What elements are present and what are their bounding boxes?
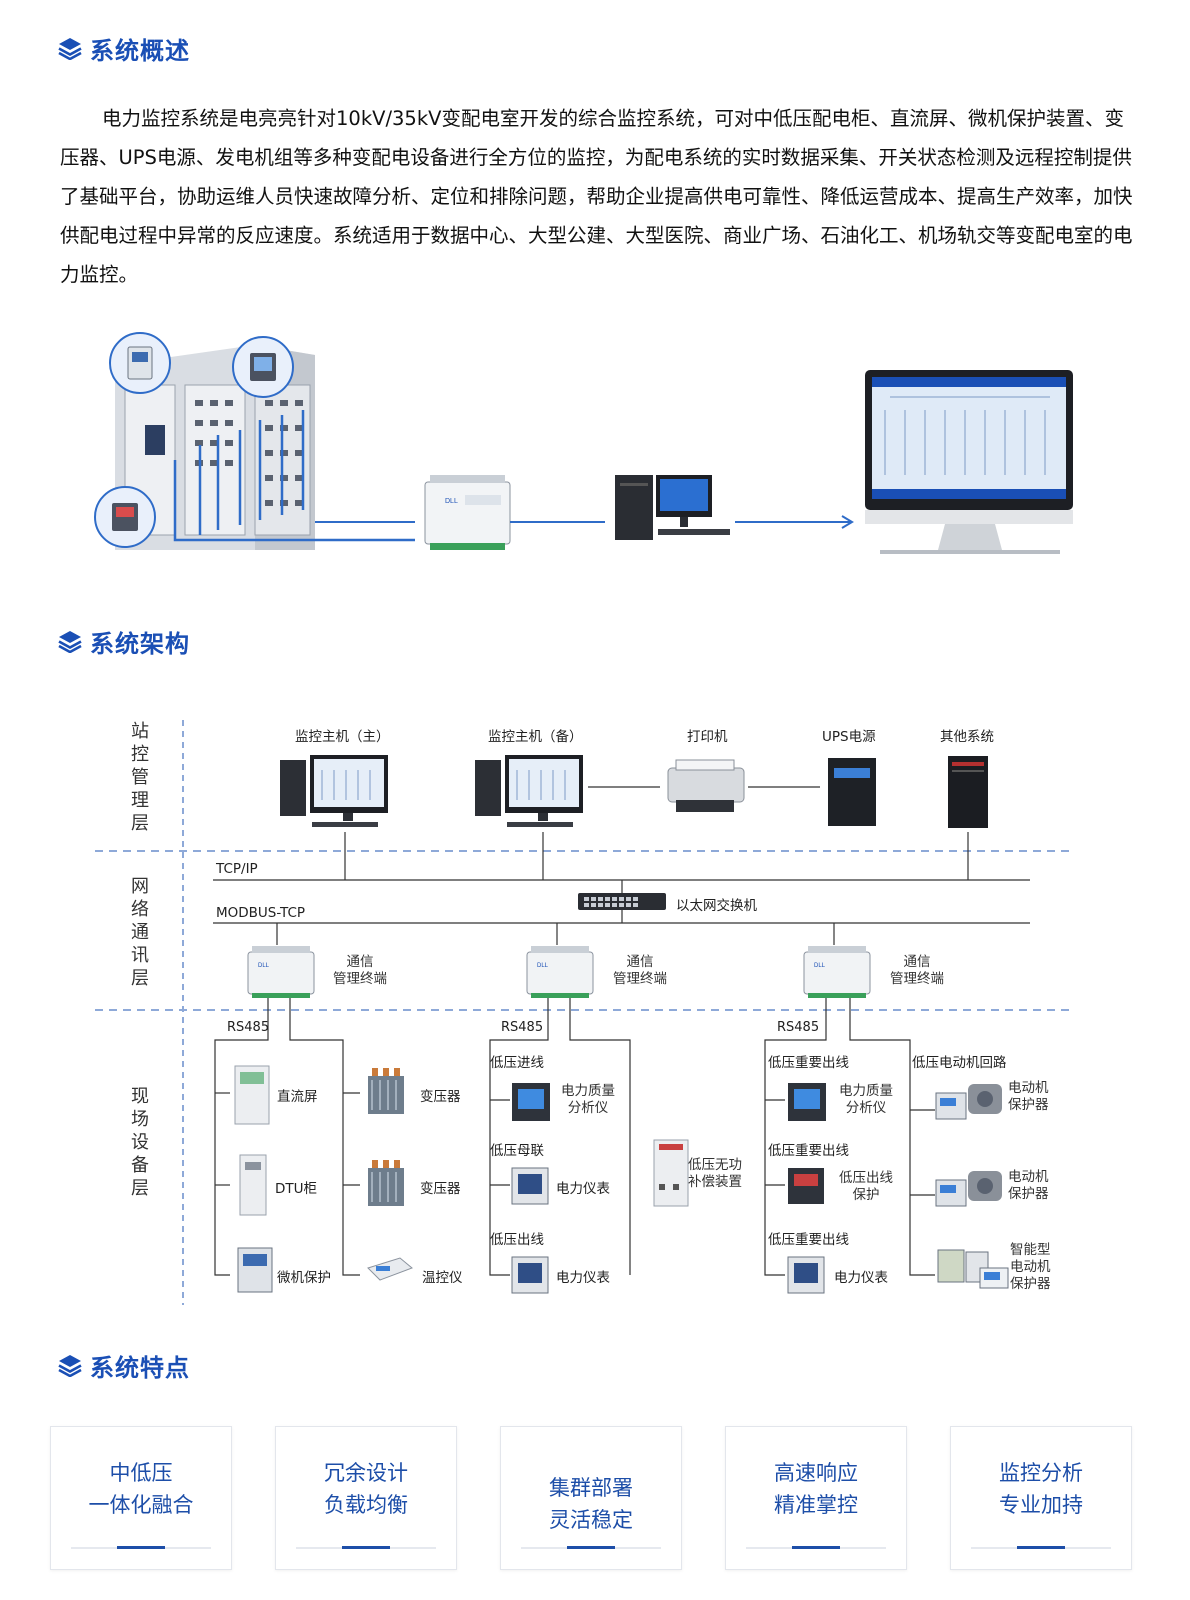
lv-motor-circuit-label: 低压电动机回路 (912, 1055, 1007, 1071)
switch-label: 以太网交换机 (676, 898, 757, 914)
card-accent-bar (1017, 1546, 1065, 1549)
lv-incoming-label: 低压进线 (490, 1055, 544, 1071)
comm-terminal-image-2: DLL (526, 946, 594, 998)
temp-controller-image (367, 1257, 413, 1281)
tcpip-label: TCP/IP (216, 861, 258, 877)
lv-out-protect-image (788, 1168, 824, 1204)
layers-icon (58, 38, 82, 60)
motor-protector-label-2: 电动机 保护器 (1008, 1169, 1049, 1202)
layers-icon (58, 631, 82, 653)
host-main-image (280, 755, 388, 827)
card-accent-bar (117, 1546, 165, 1549)
transformer-image-2 (368, 1160, 404, 1206)
terminal-label-2: 通信 管理终端 (613, 954, 667, 987)
other-system-image (948, 756, 988, 828)
lv-key-outgoing-label-1: 低压重要出线 (768, 1055, 849, 1071)
power-meter-label-2: 电力仪表 (556, 1270, 610, 1286)
rs485-label-2: RS485 (501, 1020, 544, 1035)
dtu-cabinet-image (239, 1154, 267, 1216)
lv-key-outgoing-label-2: 低压重要出线 (768, 1143, 849, 1159)
dtu-label: DTU柜 (275, 1181, 318, 1197)
section-title-architecture: 系统架构 (58, 624, 190, 658)
transformer-label-1: 变压器 (420, 1089, 461, 1105)
other-system-label: 其他系统 (940, 729, 994, 745)
motor-protector-label-1: 电动机 保护器 (1008, 1080, 1049, 1113)
layer-label-network: 网络通讯层 (131, 876, 149, 989)
layer-label-field: 现场设备层 (131, 1086, 149, 1199)
section-title-overview: 系统概述 (58, 31, 190, 65)
power-meter-image-3 (787, 1256, 825, 1294)
host-main-label: 监控主机（主） (295, 729, 390, 745)
printer-image (667, 759, 745, 812)
gateway-device-image: DLL (424, 475, 511, 550)
motor-protector-image-1 (935, 1084, 1002, 1120)
ethernet-switch-image (578, 893, 666, 910)
smart-motor-protector-image (937, 1249, 1009, 1289)
svg-text:DLL: DLL (258, 963, 270, 969)
host-backup-label: 监控主机（备） (488, 729, 583, 745)
var-compensation-image (653, 1139, 689, 1207)
power-meter-image-1 (511, 1167, 549, 1205)
rs485-label-3: RS485 (777, 1020, 820, 1035)
svg-text:DLL: DLL (537, 963, 549, 969)
layer-label-station: 站控管理层 (131, 721, 149, 834)
host-backup-image (475, 755, 583, 827)
feature-card-3: 集群部署 灵活稳定 (500, 1426, 682, 1570)
lv-out-protect-label: 低压出线 保护 (839, 1170, 893, 1203)
motor-protector-image-2 (935, 1171, 1002, 1207)
comm-terminal-image-1: DLL (247, 946, 315, 998)
micro-protect-image (237, 1247, 273, 1293)
transformer-image-1 (368, 1068, 404, 1114)
micro-protect-label: 微机保护 (277, 1270, 331, 1286)
terminal-label-3: 通信 管理终端 (890, 954, 944, 987)
computer-image (615, 475, 730, 540)
ups-label: UPS电源 (822, 729, 876, 745)
printer-label: 打印机 (687, 729, 728, 745)
card-accent-bar (567, 1546, 615, 1549)
power-meter-label-3: 电力仪表 (834, 1270, 888, 1286)
lv-key-outgoing-label-3: 低压重要出线 (768, 1232, 849, 1248)
dc-panel-label: 直流屏 (277, 1089, 318, 1105)
dc-panel-image (234, 1065, 270, 1125)
section-title-features: 系统特点 (58, 1348, 190, 1382)
card-accent-bar (792, 1546, 840, 1549)
pq-analyzer-label-2: 电力质量 分析仪 (839, 1083, 893, 1116)
layers-icon (58, 1355, 82, 1377)
overview-illustration: DLL (94, 332, 1073, 554)
ups-image (828, 758, 876, 826)
power-meter-image-2 (511, 1256, 549, 1294)
feature-card-2: 冗余设计 负载均衡 (275, 1426, 457, 1570)
feature-card-5: 监控分析 专业加持 (950, 1426, 1132, 1570)
feature-card-4: 高速响应 精准掌控 (725, 1426, 907, 1570)
terminal-label-1: 通信 管理终端 (333, 954, 387, 987)
smart-motor-protector-label: 智能型 电动机 保护器 (1010, 1242, 1051, 1292)
feature-card-1: 中低压 一体化融合 (50, 1426, 232, 1570)
monitor-image (865, 370, 1073, 554)
power-meter-label-1: 电力仪表 (556, 1181, 610, 1197)
lv-bus-tie-label: 低压母联 (490, 1143, 544, 1159)
switchgear-cabinet-image (94, 332, 415, 550)
intro-paragraph: 电力监控系统是电亮亮针对10kV/35kV变配电室开发的综合监控系统，可对中低压… (60, 107, 1133, 286)
var-compensation-label: 低压无功 补偿装置 (688, 1157, 742, 1190)
temp-controller-label: 温控仪 (422, 1270, 463, 1286)
svg-text:DLL: DLL (445, 498, 458, 505)
card-accent-bar (342, 1546, 390, 1549)
pq-analyzer-image-1 (512, 1083, 550, 1121)
comm-terminal-image-3: DLL (803, 946, 871, 998)
rs485-label-1: RS485 (227, 1020, 270, 1035)
pq-analyzer-label-1: 电力质量 分析仪 (561, 1083, 615, 1116)
modbus-tcp-label: MODBUS-TCP (216, 905, 306, 921)
svg-text:DLL: DLL (814, 963, 826, 969)
transformer-label-2: 变压器 (420, 1181, 461, 1197)
pq-analyzer-image-2 (788, 1083, 826, 1121)
lv-outgoing-label: 低压出线 (490, 1232, 544, 1248)
